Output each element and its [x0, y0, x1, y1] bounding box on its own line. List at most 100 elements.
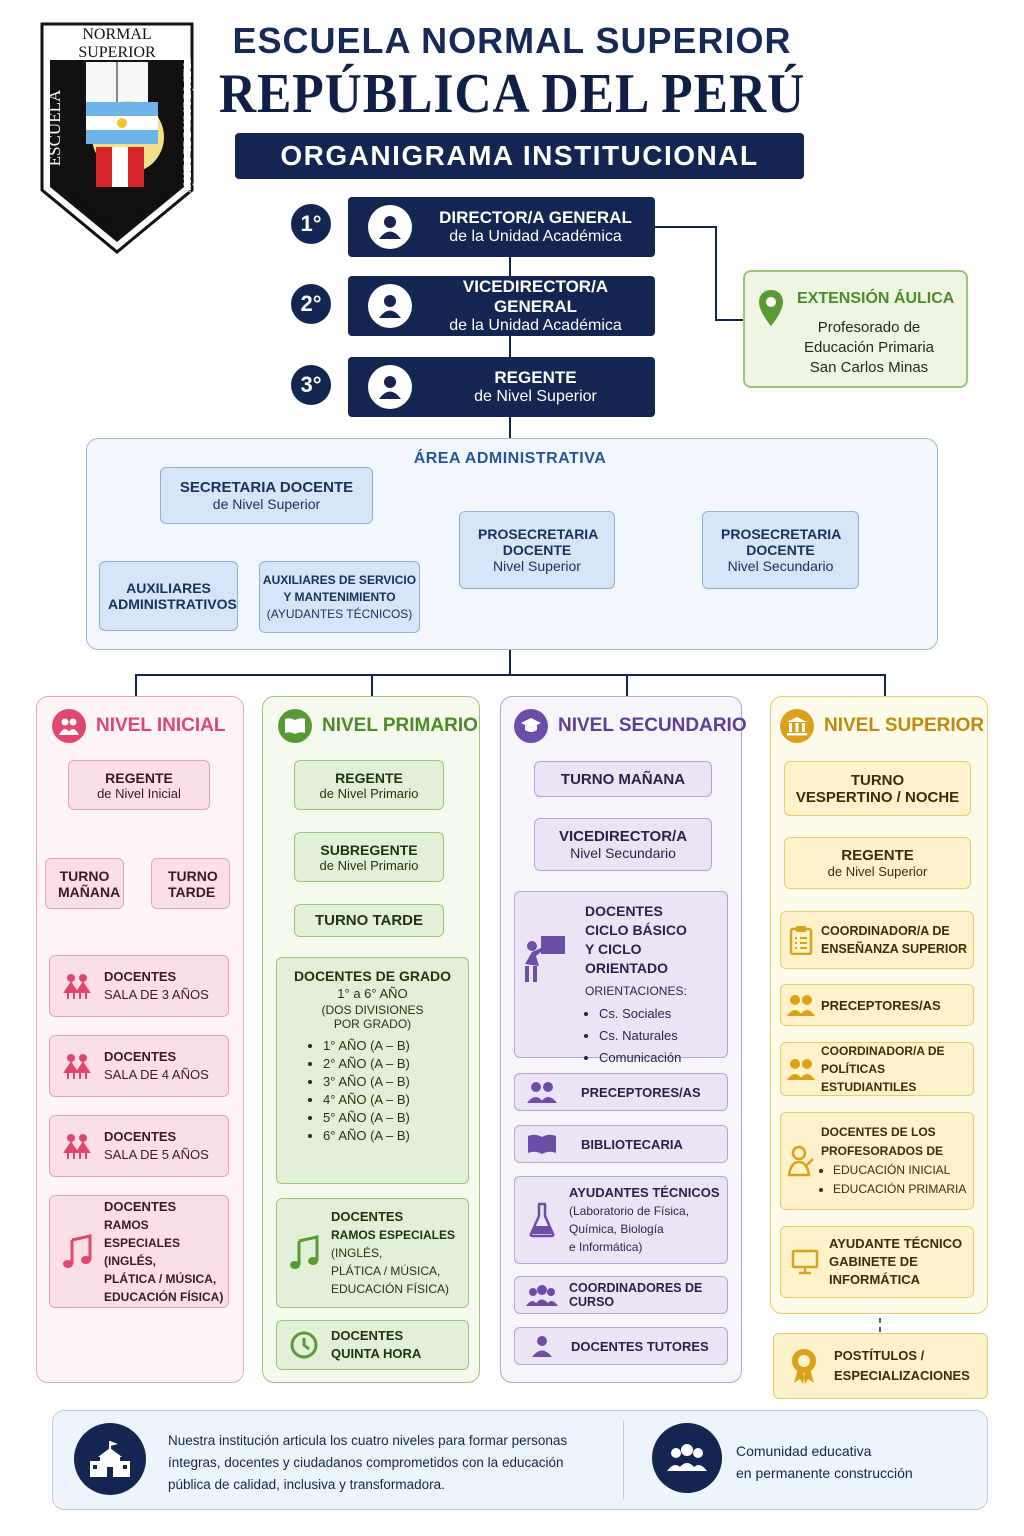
graduation-cap-icon [514, 709, 548, 743]
mission-line: pública de calidad, inclusiva y transfor… [168, 1477, 445, 1492]
grado-item: 2° AÑO (A – B) [323, 1056, 468, 1071]
crest-top-text: NORMAL SUPERIOR [78, 26, 156, 61]
page-title-banner: ORGANIGRAMA INSTITUCIONAL [235, 133, 804, 179]
ramos-line: (INGLÉS, [331, 1246, 383, 1260]
rank-badge-1: 1° [291, 204, 331, 244]
regente-primario-title: REGENTE [335, 769, 403, 786]
docentes-ciclo-box: DOCENTES CICLO BÁSICO Y CICLO ORIENTADO … [514, 891, 728, 1065]
auxiliares-administrativos-box: AUXILIARES ADMINISTRATIVOS [99, 561, 238, 631]
docentes-tutores-label: DOCENTES TUTORES [571, 1338, 709, 1354]
grado-item: 5° AÑO (A – B) [323, 1110, 468, 1125]
people-icon [781, 994, 821, 1016]
secretaria-sub: de Nivel Superior [212, 496, 321, 512]
regente-superior-title: REGENTE [841, 847, 914, 864]
children-icon [50, 1132, 104, 1160]
ramos-primario-box: DOCENTES RAMOS ESPECIALES (INGLÉS, PLÁTI… [276, 1198, 469, 1308]
sala-3-box: DOCENTES SALA DE 3 AÑOS [49, 955, 229, 1017]
children-icon [50, 1052, 104, 1080]
ayudantes-line: e Informática) [569, 1240, 643, 1254]
turno-manana-sec-box: TURNO MAÑANA [534, 761, 712, 797]
postitulos-line: ESPECIALIZACIONES [834, 1368, 970, 1383]
turno-tarde-primario-label: TURNO TARDE [314, 912, 424, 929]
coord-pol-line: POLÍTICAS ESTUDIANTILES [821, 1062, 917, 1094]
school-building-icon [74, 1423, 146, 1495]
prosecretaria-superior-box: PROSECRETARIA DOCENTE Nivel Superior [459, 511, 615, 589]
school-name-line1: ESCUELA NORMAL SUPERIOR [232, 20, 792, 61]
person-icon [515, 1335, 569, 1357]
servicio-line: AUXILIARES DE SERVICIO [262, 572, 417, 587]
docentes-ciclo-line: CICLO BÁSICO [585, 922, 687, 938]
vicedirector-sec-sub: Nivel Secundario [570, 845, 676, 861]
director-sub: de la Unidad Académica [449, 228, 622, 245]
nivel-inicial-header: NIVEL INICIAL [52, 709, 226, 743]
footer-panel [52, 1410, 988, 1510]
ayudantes-line: AYUDANTES TÉCNICOS [569, 1185, 720, 1200]
docentes-ciclo-line: DOCENTES [585, 903, 663, 919]
nivel-superior-title: NIVEL SUPERIOR [824, 715, 985, 736]
preceptores-sec-label: PRECEPTORES/AS [581, 1084, 701, 1100]
nivel-secundario-title: NIVEL SECUNDARIO [558, 715, 747, 736]
sala-3-line: DOCENTES [104, 969, 177, 984]
turno-tarde-label: TURNO TARDE [168, 867, 218, 900]
regente-inicial-sub: de Nivel Inicial [97, 785, 181, 801]
regente-primario-sub: de Nivel Primario [319, 785, 419, 801]
subregente-sub: de Nivel Primario [319, 857, 419, 873]
institution-icon [780, 709, 814, 743]
ramos-line: RAMOS ESPECIALES [104, 1217, 181, 1250]
orientacion-item: Comunicación [599, 1048, 727, 1067]
vicedirector-sec-box: VICEDIRECTOR/A Nivel Secundario [534, 818, 712, 871]
docentes-profesorados-box: DOCENTES DE LOS PROFESORADOS DE EDUCACIÓ… [780, 1112, 974, 1210]
ayudante-gabinete-line: AYUDANTE TÉCNICO [829, 1236, 963, 1251]
ramos-inicial-box: DOCENTES RAMOS ESPECIALES (INGLÉS, PLÁTI… [49, 1195, 229, 1308]
music-note-icon [50, 1233, 104, 1270]
clock-icon [277, 1330, 331, 1360]
turno-vespertino-line: VESPERTINO / NOCHE [795, 788, 960, 806]
regente-title: REGENTE [494, 368, 577, 387]
ayudante-gabinete-box: AYUDANTE TÉCNICO GABINETE DE INFORMÁTICA [780, 1226, 974, 1298]
flask-icon [515, 1202, 569, 1238]
person-icon [368, 365, 412, 409]
extension-aulica-box: EXTENSIÓN ÁULICA Profesorado de Educació… [743, 270, 968, 388]
auxiliares-label: AUXILIARES ADMINISTRATIVOS [108, 580, 237, 612]
sala-4-line: SALA DE 4 AÑOS [104, 1067, 209, 1082]
community-line: Comunidad educativa [736, 1443, 872, 1459]
ayudantes-line: (Laboratorio de Física, [569, 1204, 690, 1218]
location-pin-icon [757, 288, 785, 333]
bibliotecaria-label: BIBLIOTECARIA [581, 1136, 683, 1152]
extension-title: EXTENSIÓN ÁULICA [797, 290, 955, 307]
secretaria-docente-box: SECRETARIA DOCENTE de Nivel Superior [160, 467, 373, 524]
ramos-line: EDUCACIÓN FÍSICA) [331, 1282, 450, 1296]
vicedirector-title: VICEDIRECTOR/A GENERAL [462, 277, 609, 316]
turno-vespertino-box: TURNO VESPERTINO / NOCHE [784, 761, 971, 816]
admin-area-title: ÁREA ADMINISTRATIVA [413, 450, 607, 467]
community-icon [652, 1423, 722, 1493]
ayudantes-line: Química, Biología [569, 1222, 664, 1236]
vicedirector-sub: de la Unidad Académica [449, 317, 622, 334]
extension-line: Educación Primaria [803, 339, 935, 356]
postitulos-line: POSTÍTULOS / [834, 1348, 925, 1363]
coord-ens-line: ENSEÑANZA SUPERIOR [821, 942, 968, 956]
mission-line: íntegras, docentes y ciudadanos comprome… [168, 1455, 564, 1470]
orientacion-item: Cs. Naturales [599, 1026, 727, 1045]
people-icon [781, 1058, 821, 1080]
quinta-line: DOCENTES [331, 1328, 404, 1343]
ayudante-gabinete-line: GABINETE DE [829, 1254, 918, 1269]
subregente-primario-box: SUBREGENTE de Nivel Primario [294, 832, 444, 882]
sala-3-line: SALA DE 3 AÑOS [104, 987, 209, 1002]
regente-inicial-title: REGENTE [105, 769, 173, 786]
school-crest-logo: NORMAL SUPERIOR ESCUELA "REPÚBLICA DEL P… [38, 22, 196, 254]
grado-item: 4° AÑO (A – B) [323, 1092, 468, 1107]
orientaciones-label: ORIENTACIONES: [585, 984, 687, 998]
prosecretaria-superior-sub: Nivel Superior [493, 558, 581, 574]
community-line: en permanente construcción [736, 1465, 913, 1481]
ayudantes-tecnicos-box: AYUDANTES TÉCNICOS (Laboratorio de Físic… [514, 1176, 728, 1264]
prosecretaria-superior-title: PROSECRETARIA DOCENTE [478, 526, 599, 558]
nivel-secundario-header: NIVEL SECUNDARIO [514, 709, 747, 743]
book-icon [278, 709, 312, 743]
coord-ens-line: COORDINADOR/A DE [821, 924, 950, 938]
preceptores-sec-box: PRECEPTORES/AS [514, 1073, 728, 1111]
